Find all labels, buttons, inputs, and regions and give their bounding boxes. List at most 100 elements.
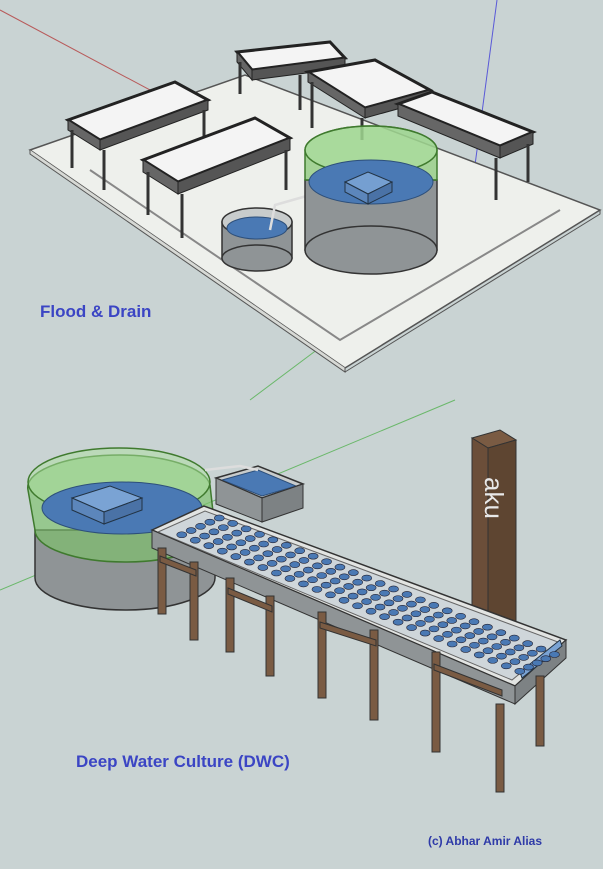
net-pot — [266, 560, 278, 567]
net-pot — [284, 575, 296, 582]
net-pot — [280, 565, 291, 573]
net-pot — [487, 657, 499, 664]
net-pot — [352, 578, 363, 586]
net-pot — [298, 557, 310, 564]
net-pot — [176, 531, 188, 539]
net-pot — [334, 563, 346, 571]
net-pot — [509, 658, 521, 665]
net-pot — [240, 525, 252, 533]
base-plate-edge — [29, 150, 346, 373]
sign-text: aku — [479, 477, 509, 519]
net-pot — [370, 594, 381, 601]
net-pot — [428, 625, 440, 633]
net-pot — [218, 524, 229, 531]
net-pot — [262, 550, 274, 557]
net-pot — [311, 586, 323, 593]
net-pot — [271, 569, 282, 577]
net-pot — [482, 647, 494, 655]
net-pot — [204, 518, 216, 526]
dwc-sump — [204, 464, 306, 523]
net-pot — [540, 655, 552, 662]
net-pot — [379, 589, 390, 597]
net-pot — [293, 570, 305, 578]
net-pot — [257, 564, 269, 571]
net-pot — [486, 633, 498, 641]
net-pot — [495, 629, 507, 636]
net-pot — [312, 562, 323, 570]
net-pot — [222, 533, 233, 541]
net-pot — [361, 574, 373, 582]
net-pot — [302, 566, 314, 574]
net-pot — [213, 514, 225, 522]
net-pot — [298, 580, 309, 588]
fish-tank — [304, 125, 438, 275]
net-pot — [321, 558, 332, 565]
net-pot — [267, 536, 279, 544]
net-pot — [276, 555, 287, 563]
net-pot — [244, 535, 256, 542]
net-pot — [477, 637, 489, 645]
net-pot — [227, 520, 238, 527]
net-pot — [433, 635, 444, 642]
net-pot — [348, 569, 359, 576]
net-pot — [352, 602, 363, 610]
dwc-raft-bed — [150, 505, 568, 706]
net-pot — [455, 636, 467, 644]
net-pot — [307, 576, 318, 584]
net-pot — [549, 651, 560, 658]
net-pot — [522, 640, 533, 647]
net-pot — [365, 584, 377, 591]
net-pot — [307, 552, 319, 560]
flood-drain-caption: Flood & Drain — [40, 302, 152, 321]
flood-drain-scene — [28, 40, 602, 373]
net-pot — [212, 538, 224, 545]
sump-tank — [221, 193, 311, 272]
net-pot — [325, 591, 336, 599]
net-pot — [446, 640, 458, 648]
net-pot — [334, 587, 345, 594]
grow-bed-3 — [234, 40, 349, 110]
credit-text: (c) Abhar Amir Alias — [428, 834, 543, 848]
net-pot — [514, 667, 526, 675]
wooden-stand — [157, 547, 545, 793]
net-pot — [253, 554, 264, 562]
net-pot — [365, 607, 377, 615]
net-pot — [338, 573, 350, 581]
net-pot — [388, 585, 399, 593]
net-pot — [226, 543, 237, 551]
net-pot — [455, 612, 466, 620]
net-pot — [285, 551, 296, 559]
net-pot — [469, 641, 480, 649]
net-pot — [244, 558, 255, 566]
net-pot — [294, 547, 306, 555]
net-pot — [397, 604, 408, 612]
net-pot — [356, 588, 368, 596]
net-pot — [482, 623, 493, 631]
net-pot — [203, 542, 215, 549]
drain-pipe — [89, 169, 561, 342]
net-pot — [518, 654, 529, 661]
net-pot — [442, 631, 453, 638]
sign-post — [470, 429, 518, 641]
net-pot — [473, 628, 484, 635]
net-pot — [473, 651, 485, 659]
net-pot — [235, 539, 247, 547]
net-pot — [361, 598, 372, 605]
net-pot — [185, 527, 197, 534]
net-pot — [320, 581, 332, 589]
net-pot — [239, 549, 251, 556]
net-pot — [254, 531, 265, 538]
net-pot — [195, 523, 206, 530]
net-pot — [249, 544, 260, 552]
net-pot — [491, 643, 503, 650]
net-pot — [199, 532, 210, 540]
net-pot — [531, 659, 543, 667]
net-pot — [325, 568, 337, 575]
net-pot — [258, 540, 269, 548]
net-pot — [433, 611, 444, 619]
net-pot — [468, 618, 480, 626]
dwc-scene — [26, 429, 568, 793]
net-pot — [523, 663, 534, 671]
